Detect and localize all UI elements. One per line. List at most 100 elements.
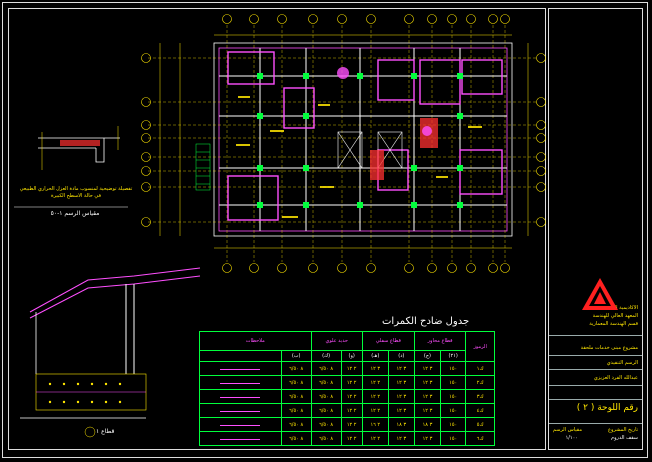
sheet-number: رقم اللوحة ( ٢ ) — [576, 403, 638, 413]
table-row: ٨ ٦/٥٠ ٨ ٦/٥٠ ٢ ١٢ ٢ ١٢ ٣ ١٢ ٣ ١٢ ١٥٠ ك٣ — [199, 389, 495, 404]
header-axis-section: قطاع محاور — [413, 331, 467, 351]
beam-schedule-table: ملاحظات حديد علوي قطاع سفلي قطاع محاور ا… — [199, 331, 495, 446]
cell: ٨ ٦/٥٠ — [280, 361, 312, 376]
cell: ك٤ — [465, 403, 495, 418]
cell: ٨ ٦/٥٠ — [280, 403, 312, 418]
beam-table-title: جدول ضادح الكمرات — [382, 316, 470, 327]
table-row: ٨ ٦/٥٠ ٨ ٦/٥٠ ٢ ١٢ ٢ ١٦ ٣ ١٨ ٣ ١٨ ١٥٠ ك٥ — [199, 417, 495, 432]
cell: ٣ ١٢ — [413, 431, 442, 446]
cell: ١٥٠ — [440, 361, 467, 376]
cell: ٨ ٦/٥٠ — [280, 389, 312, 404]
cell: ٨ ٦/٥٠ — [310, 403, 342, 418]
title-block: الاكاديمية الحديثة المعهد العالي للهندسة… — [548, 8, 643, 450]
header-top-steel: حديد علوي — [310, 331, 363, 351]
header-notes: ملاحظات — [199, 331, 312, 351]
cell: ٢ ١٢ — [361, 403, 389, 418]
project-name: مشروع مبنى خدمات ملحقة — [580, 345, 638, 351]
cell: ١٥٠ — [440, 375, 467, 390]
org-line2: المعهد العالي للهندسة — [592, 313, 638, 319]
org-line3: قسم الهندسة المعمارية — [589, 321, 638, 327]
cell: ك١ — [465, 361, 495, 376]
detail-scale-label: مقياس الرسم ١-٥٠ — [50, 210, 100, 217]
section-label: قطاع ١ — [96, 428, 115, 435]
grid-bubbles-top — [222, 14, 510, 273]
grid-bubbles-side — [141, 53, 546, 227]
row-note-line — [199, 389, 282, 404]
student-name: عبدالله الفرد العزيزي — [593, 375, 638, 381]
subheader: (و) — [340, 350, 363, 362]
cell: ٢ ١٢ — [361, 375, 389, 390]
cell: ٣ ١٨ — [413, 417, 442, 432]
cell: ٣ ١٢ — [413, 403, 442, 418]
table-row: ٨ ٦/٥٠ ٨ ٦/٥٠ ٢ ١٢ ٣ ١٢ ٣ ١٢ ٣ ١٢ ١٥٠ ك١ — [199, 361, 495, 376]
cell: ٢ ١٢ — [340, 431, 363, 446]
cell: ٨ ٦/٥٠ — [280, 417, 312, 432]
cell: ٨ ٦/٥٠ — [310, 431, 342, 446]
table-row: ٨ ٦/٥٠ ٨ ٦/٥٠ ٢ ١٢ ٢ ١٢ ٣ ١٢ ٣ ١٢ ١٥٠ ك٦ — [199, 431, 495, 446]
date-title: تاريخ المشروع — [608, 427, 638, 433]
cell: ٣ ١٢ — [387, 361, 415, 376]
scale-value: ١/١٠٠ — [565, 435, 578, 441]
subheader: (٢١) — [440, 350, 467, 362]
row-note-line — [199, 361, 282, 376]
floor-plan — [148, 25, 538, 262]
cell: ٣ ١٢ — [387, 389, 415, 404]
cell: ٣ ١٨ — [387, 417, 415, 432]
cell: ٢ ١٢ — [340, 403, 363, 418]
subheader: (ج) — [413, 350, 442, 362]
table-header-row: ملاحظات حديد علوي قطاع سفلي قطاع محاور ا… — [199, 331, 495, 362]
cell: ك٦ — [465, 431, 495, 446]
detail-caption: تفصيلة توضيحية لمنسوب مادة العزل الحراري… — [16, 186, 136, 200]
header-symbols: الرموز — [465, 331, 495, 362]
subheader — [199, 350, 282, 362]
row-note-line — [199, 403, 282, 418]
subheader: (ك) — [310, 350, 342, 362]
beam-section-detail — [20, 267, 201, 438]
cell: ٨ ٦/٥٠ — [310, 375, 342, 390]
cell: ك٢ — [465, 375, 495, 390]
cell: ٣ ١٢ — [361, 361, 389, 376]
detail-caption-line1: تفصيلة توضيحية لمنسوب مادة العزل الحراري… — [19, 186, 133, 192]
table-subheader-row: (ب) (ك) (و) (هـ) (د) (ج) (٢١) — [199, 350, 495, 362]
sheet-outer-border — [2, 2, 648, 458]
cell: ٢ ١٢ — [340, 417, 363, 432]
subheader: (د) — [387, 350, 415, 362]
cell: ٣ ١٢ — [387, 403, 415, 418]
academy-logo-icon — [582, 278, 618, 310]
cell: ٨ ٦/٥٠ — [310, 361, 342, 376]
cell: ١٥٠ — [440, 389, 467, 404]
cell: ٣ ١٢ — [387, 431, 415, 446]
subheader: (ب) — [280, 350, 312, 362]
date-value: سقف الدروم — [611, 435, 638, 441]
cell: ١٥٠ — [440, 431, 467, 446]
cell: ٢ ١٢ — [340, 375, 363, 390]
subheader: (هـ) — [361, 350, 389, 362]
table-row: ٨ ٦/٥٠ ٨ ٦/٥٠ ٢ ١٢ ٢ ١٢ ٣ ١٢ ٣ ١٢ ١٥٠ ك٢ — [199, 375, 495, 390]
cell: ٢ ١٢ — [340, 361, 363, 376]
cell: ٨ ٦/٥٠ — [310, 389, 342, 404]
scale-title: مقياس الرسم — [552, 427, 582, 433]
cell: ك٥ — [465, 417, 495, 432]
table-row: ٨ ٦/٥٠ ٨ ٦/٥٠ ٢ ١٢ ٢ ١٢ ٣ ١٢ ٣ ١٢ ١٥٠ ك٤ — [199, 403, 495, 418]
cell: ٢ ١٢ — [361, 431, 389, 446]
drawing-subject: الرسم التنفيذي — [606, 360, 638, 366]
cell: ٢ ١٢ — [340, 389, 363, 404]
cell: ٣ ١٢ — [413, 375, 442, 390]
row-note-line — [199, 431, 282, 446]
cell: ٣ ١٢ — [387, 375, 415, 390]
detail-caption-line2: في حالة الاسطح الكبيرة — [51, 193, 101, 199]
header-bottom-section: قطاع سفلي — [361, 331, 415, 351]
insulation-detail — [14, 126, 128, 208]
cell: ٨ ٦/٥٠ — [310, 417, 342, 432]
cell: ٣ ١٢ — [413, 389, 442, 404]
cell: ١٥٠ — [440, 403, 467, 418]
cell: ٨ ٦/٥٠ — [280, 375, 312, 390]
cell: ٢ ١٢ — [361, 389, 389, 404]
sheet-drawing-area — [8, 8, 546, 450]
row-note-line — [199, 375, 282, 390]
cell: ٨ ٦/٥٠ — [280, 431, 312, 446]
cell: ٣ ١٢ — [413, 361, 442, 376]
row-note-line — [199, 417, 282, 432]
